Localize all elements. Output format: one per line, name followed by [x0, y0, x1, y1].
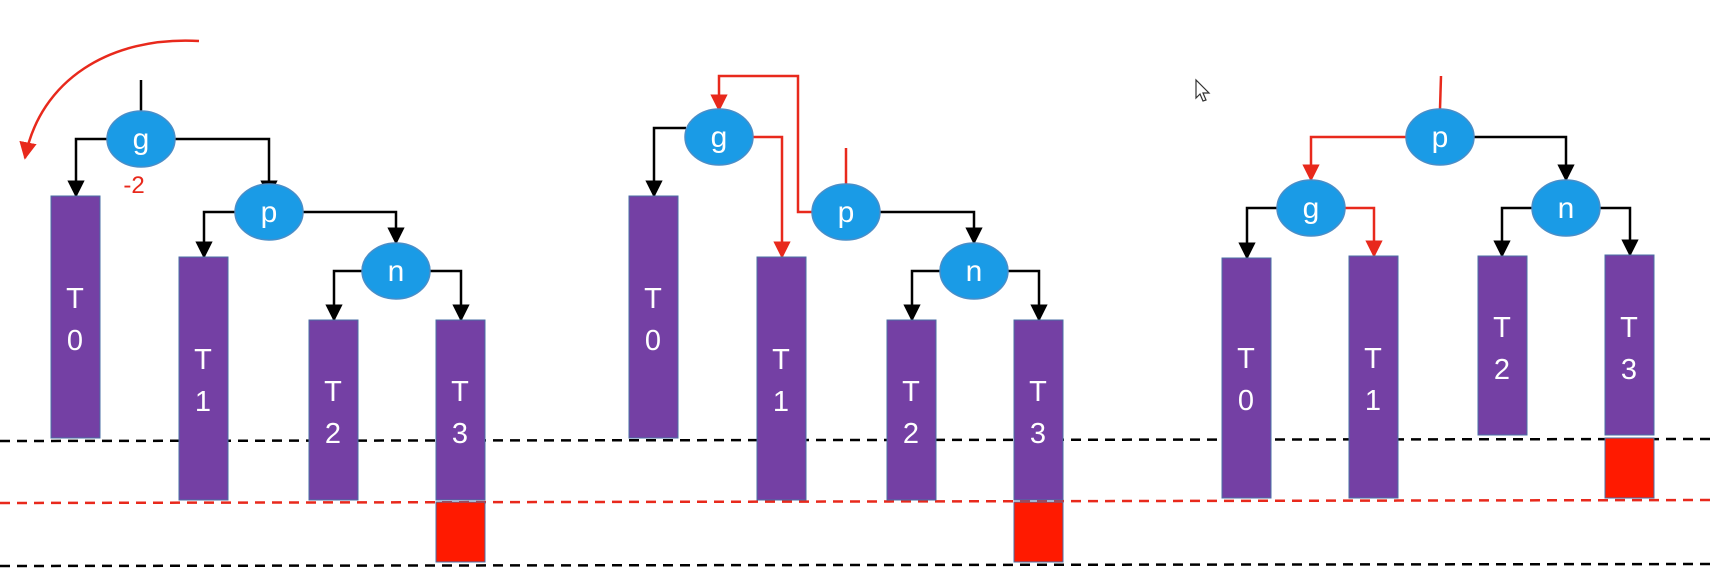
overflow-height-line [0, 562, 1716, 568]
edge-p-g-red [710, 74, 812, 214]
subtree-t3-label-1: T [1620, 312, 1638, 344]
subtree-t1 [178, 256, 229, 501]
edge-p-n [302, 210, 405, 245]
edge-g-t1-red [752, 135, 791, 259]
node-p-label: p [261, 196, 278, 229]
subtree-t3 [1604, 254, 1655, 436]
balance-factor-label: -2 [123, 172, 144, 199]
subtree-t1-label-2: 1 [195, 386, 211, 418]
overflow-block [1604, 437, 1655, 499]
edge-n-t3 [429, 269, 470, 322]
subtree-t2 [1477, 255, 1528, 436]
subtree-t0-label-1: T [1237, 343, 1255, 375]
original-height-line [0, 437, 1716, 443]
subtree-t2-label-2: 2 [325, 418, 341, 450]
node-n-label: n [388, 255, 405, 288]
subtree-t2-label-1: T [902, 376, 920, 408]
edge-p-g-red [1302, 135, 1407, 182]
subtree-t0-label-1: T [644, 283, 662, 315]
subtree-t3-label-2: 3 [452, 418, 468, 450]
node-g-label: g [711, 121, 728, 154]
node-g [1276, 179, 1346, 237]
subtree-t2-label-1: T [1493, 312, 1511, 344]
subtree-t0-label-1: T [66, 283, 84, 315]
subtree-t0 [628, 195, 679, 439]
subtree-t2-label-2: 2 [903, 418, 919, 450]
node-n [361, 242, 431, 300]
node-n [1531, 179, 1601, 237]
subtree-t1-label-2: 1 [1365, 385, 1381, 417]
node-g-label: g [133, 123, 150, 156]
subtree-t3-label-2: 3 [1030, 418, 1046, 450]
edge-n-t2 [903, 269, 941, 322]
subtree-t1-label-1: T [772, 344, 790, 376]
parent-edge-red [1438, 75, 1443, 110]
edge-n-t3 [1007, 269, 1048, 322]
subtree-t3-label-1: T [451, 376, 469, 408]
subtree-t0 [50, 195, 101, 439]
subtree-t3 [1013, 319, 1064, 501]
node-p-label: p [838, 196, 855, 229]
overflow-block [1013, 501, 1064, 563]
overflow-block [435, 501, 486, 563]
subtree-t0 [1221, 257, 1272, 499]
node-g [684, 108, 754, 166]
node-g [106, 110, 176, 168]
edge-n-t2 [1493, 206, 1533, 258]
subtree-t2 [308, 319, 359, 501]
edge-g-t0 [67, 137, 108, 198]
node-p [234, 183, 304, 241]
subtree-t3-label-1: T [1029, 376, 1047, 408]
diagram-after-rotation: T 0 T 1 T 2 T 3 p g n [1221, 75, 1655, 499]
subtree-t0-label-2: 0 [645, 325, 661, 357]
edge-g-t0 [645, 126, 686, 198]
rotation-arrow-icon [19, 39, 200, 160]
node-n-label: n [1558, 192, 1575, 225]
edge-g-t1-red [1344, 206, 1383, 258]
node-p-label: p [1432, 121, 1449, 154]
subtree-t1 [756, 256, 807, 501]
subtree-t1-label-1: T [1364, 343, 1382, 375]
subtree-t1-label-2: 1 [773, 386, 789, 418]
node-p [811, 183, 881, 241]
edge-n-t2 [325, 269, 363, 322]
mouse-pointer-icon [1195, 78, 1211, 102]
subtree-t2-label-2: 2 [1494, 354, 1510, 386]
subtree-t1-label-1: T [194, 344, 212, 376]
diagram-before-rotation: T 0 T 1 T 2 T 3 g p n -2 [19, 39, 486, 563]
subtree-t0-label-2: 0 [67, 325, 83, 357]
insert-height-line [0, 498, 1716, 505]
node-n [939, 242, 1009, 300]
node-g-label: g [1303, 192, 1320, 225]
edge-p-t1 [195, 210, 236, 259]
subtree-t3-label-2: 3 [1621, 354, 1637, 386]
edge-n-t3 [1599, 206, 1639, 257]
subtree-t3 [435, 319, 486, 501]
diagram-during-rotation: T 0 T 1 T 2 T 3 g p n [628, 74, 1064, 563]
node-p [1405, 108, 1475, 166]
edge-p-n [880, 210, 983, 245]
subtree-t1 [1348, 255, 1399, 499]
edge-g-t0 [1238, 206, 1278, 260]
edge-p-n [1473, 135, 1575, 182]
subtree-t2-label-1: T [324, 376, 342, 408]
node-n-label: n [966, 255, 983, 288]
subtree-t0-label-2: 0 [1238, 385, 1254, 417]
subtree-t2 [886, 319, 937, 501]
edge-g-p [174, 137, 278, 198]
